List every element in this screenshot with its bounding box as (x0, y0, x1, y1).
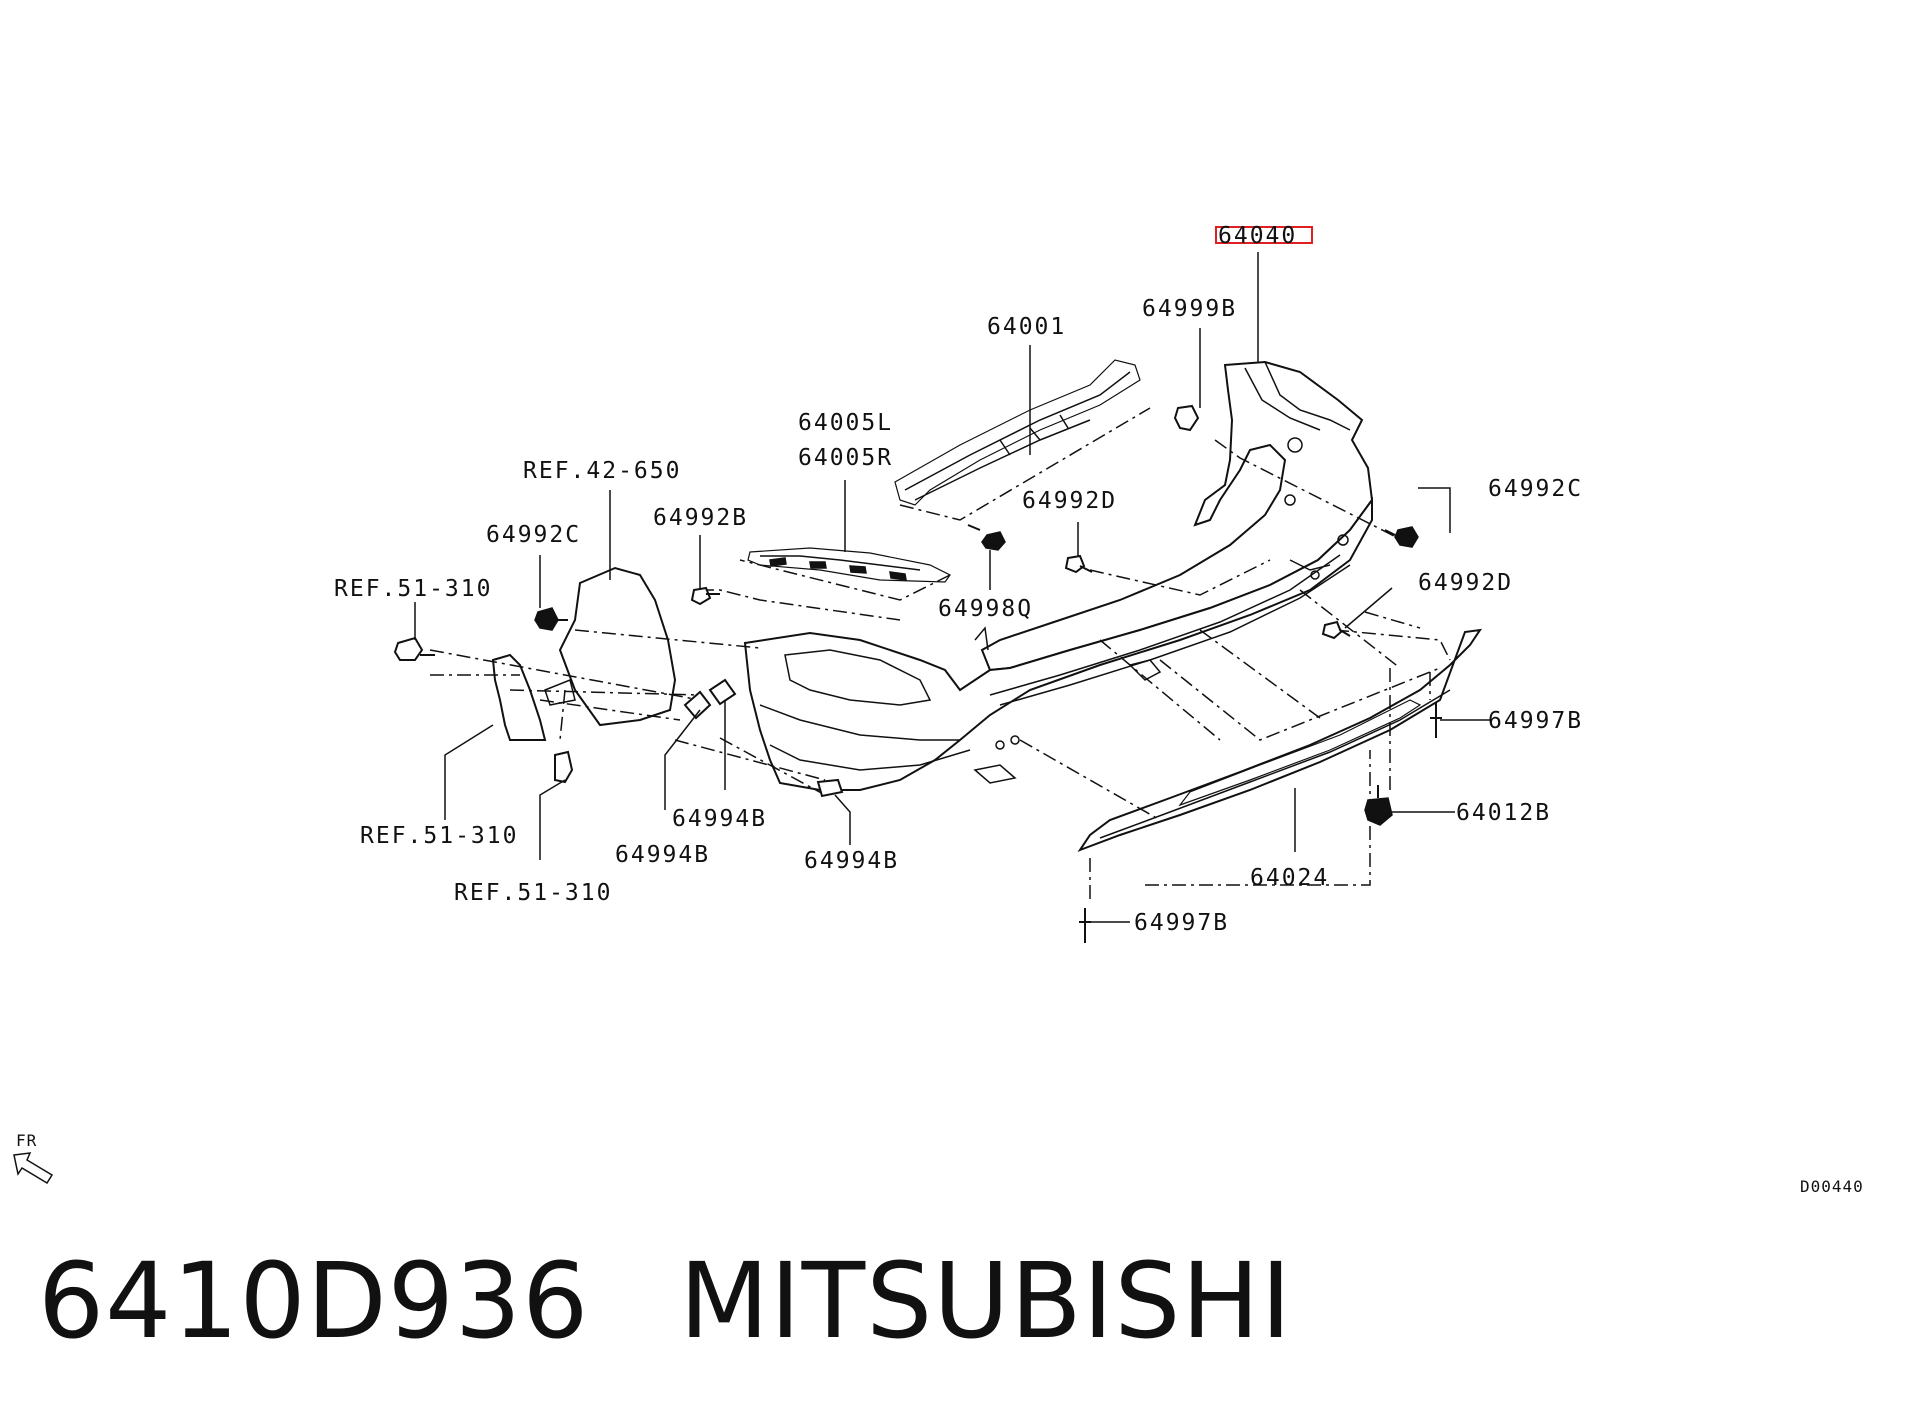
label-64001: 64001 (987, 314, 1066, 340)
diagram-code: D00440 (1800, 1177, 1864, 1196)
label-64040: 64040 (1218, 223, 1297, 249)
upper-retainer (894, 359, 1141, 506)
footer-brand: MITSUBISHI (679, 1240, 1293, 1362)
leader-lines (414, 252, 1490, 923)
label-64005l: 64005L (798, 410, 893, 436)
label-ref-42-650: REF.42-650 (523, 458, 681, 484)
label-ref-51-310-bottom: REF.51-310 (454, 880, 612, 906)
label-ref-51-310-mid: REF.51-310 (360, 823, 518, 849)
label-64012b: 64012B (1456, 800, 1551, 826)
side-panel (558, 566, 677, 727)
front-arrow-icon (13, 1152, 54, 1185)
label-64994b-c: 64994B (804, 848, 899, 874)
label-64998q: 64998Q (938, 596, 1033, 622)
label-64005r: 64005R (798, 445, 893, 471)
label-64024: 64024 (1250, 865, 1329, 891)
label-64992d-right: 64992D (1418, 570, 1513, 596)
label-64992c-right: 64992C (1488, 476, 1583, 502)
label-64992c-left: 64992C (486, 522, 581, 548)
label-64992d-top: 64992D (1022, 488, 1117, 514)
label-64999b: 64999B (1142, 296, 1237, 322)
lower-garnish (1077, 628, 1483, 853)
highlight-box (1215, 226, 1313, 244)
label-64994b-b: 64994B (615, 842, 710, 868)
side-bracket (747, 547, 951, 583)
label-64997b-bottom: 64997B (1134, 910, 1229, 936)
assembly-lines (429, 407, 1451, 900)
mud-flap (491, 653, 576, 741)
label-64992b: 64992B (653, 505, 748, 531)
footer-part-number: 6410D936 (38, 1240, 590, 1362)
label-ref-51-310-top: REF.51-310 (334, 576, 492, 602)
label-64994b-a: 64994B (672, 806, 767, 832)
direction-label: FR (16, 1131, 37, 1150)
footer-caption: 6410D936 MITSUBISHI (38, 1240, 1292, 1362)
label-64997b-right: 64997B (1488, 708, 1583, 734)
fasteners (393, 404, 1442, 943)
